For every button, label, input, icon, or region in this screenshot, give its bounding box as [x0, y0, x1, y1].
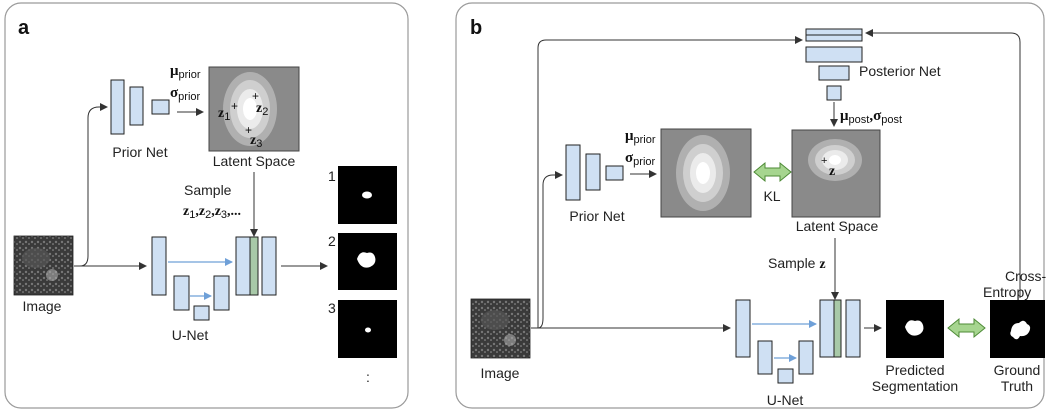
svg-text:σprior: σprior	[625, 150, 656, 168]
image-to-prior-arrow-a	[74, 103, 108, 267]
cross-entropy-arrow	[947, 317, 986, 339]
kl-label: KL	[763, 188, 780, 204]
svg-text:μprior: μprior	[625, 128, 656, 146]
panel-b-letter: b	[470, 17, 482, 39]
ground-truth-label-1: Ground	[994, 362, 1041, 378]
image-b-label: Image	[481, 365, 520, 381]
svg-text:σprior: σprior	[170, 85, 201, 103]
prior-net-b-label: Prior Net	[569, 208, 624, 224]
svg-text:z2: z2	[256, 101, 268, 118]
cross-entropy-label-2: Entropy	[983, 284, 1031, 300]
latent-space-b-label: Latent Space	[796, 218, 879, 234]
mu-sigma-post: μpost,σpost	[840, 108, 902, 126]
sample-a-label: Sample	[184, 182, 232, 198]
predicted-segmentation	[886, 300, 944, 358]
unet-a	[151, 236, 277, 321]
sample-b-label: Sample z	[768, 255, 826, 272]
latent-space-a: + + + z1 z2 z3	[208, 66, 300, 152]
svg-text:+: +	[231, 99, 238, 113]
panel-a-border	[4, 2, 409, 409]
output-index-3: 3	[328, 300, 336, 316]
ground-truth-label-2: Truth	[1001, 378, 1033, 394]
image-a-label: Image	[23, 298, 62, 314]
svg-text:μprior: μprior	[170, 63, 201, 81]
svg-text:+: +	[252, 89, 259, 103]
prior-latent-b	[660, 128, 752, 218]
svg-text:+: +	[245, 123, 252, 137]
prior-net-a-label: Prior Net	[112, 144, 167, 160]
kl-arrow	[753, 161, 792, 183]
output-index-2: 2	[328, 233, 336, 249]
unet-a-label: U-Net	[172, 327, 209, 343]
output-index-1: 1	[328, 168, 336, 184]
posterior-latent-b: + z	[791, 129, 881, 218]
posterior-net	[805, 28, 863, 101]
image-a	[13, 235, 74, 296]
cross-entropy-label-1: Cross-	[1005, 268, 1047, 284]
more-outputs: :	[366, 369, 370, 385]
latent-space-a-label: Latent Space	[213, 153, 296, 169]
mu-sigma-prior-b: μprior σprior	[625, 128, 656, 168]
prior-net-a	[110, 79, 170, 135]
sample-a-z: z1,z2,z3,...	[183, 204, 241, 221]
image-to-posterior-arrow	[537, 36, 803, 328]
image-to-prior-arrow-b	[531, 171, 563, 329]
unet-b-label: U-Net	[767, 392, 804, 408]
mu-sigma-prior-a: μprior σprior	[170, 63, 201, 103]
svg-text:+: +	[821, 155, 827, 167]
predicted-label-1: Predicted	[885, 362, 944, 378]
outputs-a: 1 2 3 :	[328, 166, 397, 385]
panel-a-letter: a	[18, 17, 30, 39]
predicted-label-2: Segmentation	[872, 378, 958, 394]
svg-text:z: z	[829, 164, 835, 179]
prior-net-b	[565, 144, 624, 201]
image-b	[470, 298, 531, 359]
gt-to-posterior-arrow	[865, 29, 1021, 298]
unet-b	[735, 299, 861, 384]
svg-text:z1: z1	[218, 106, 230, 123]
svg-text:z3: z3	[250, 133, 262, 150]
ground-truth	[990, 300, 1045, 358]
posterior-net-label: Posterior Net	[859, 63, 941, 79]
panel-b-border	[455, 2, 1045, 409]
